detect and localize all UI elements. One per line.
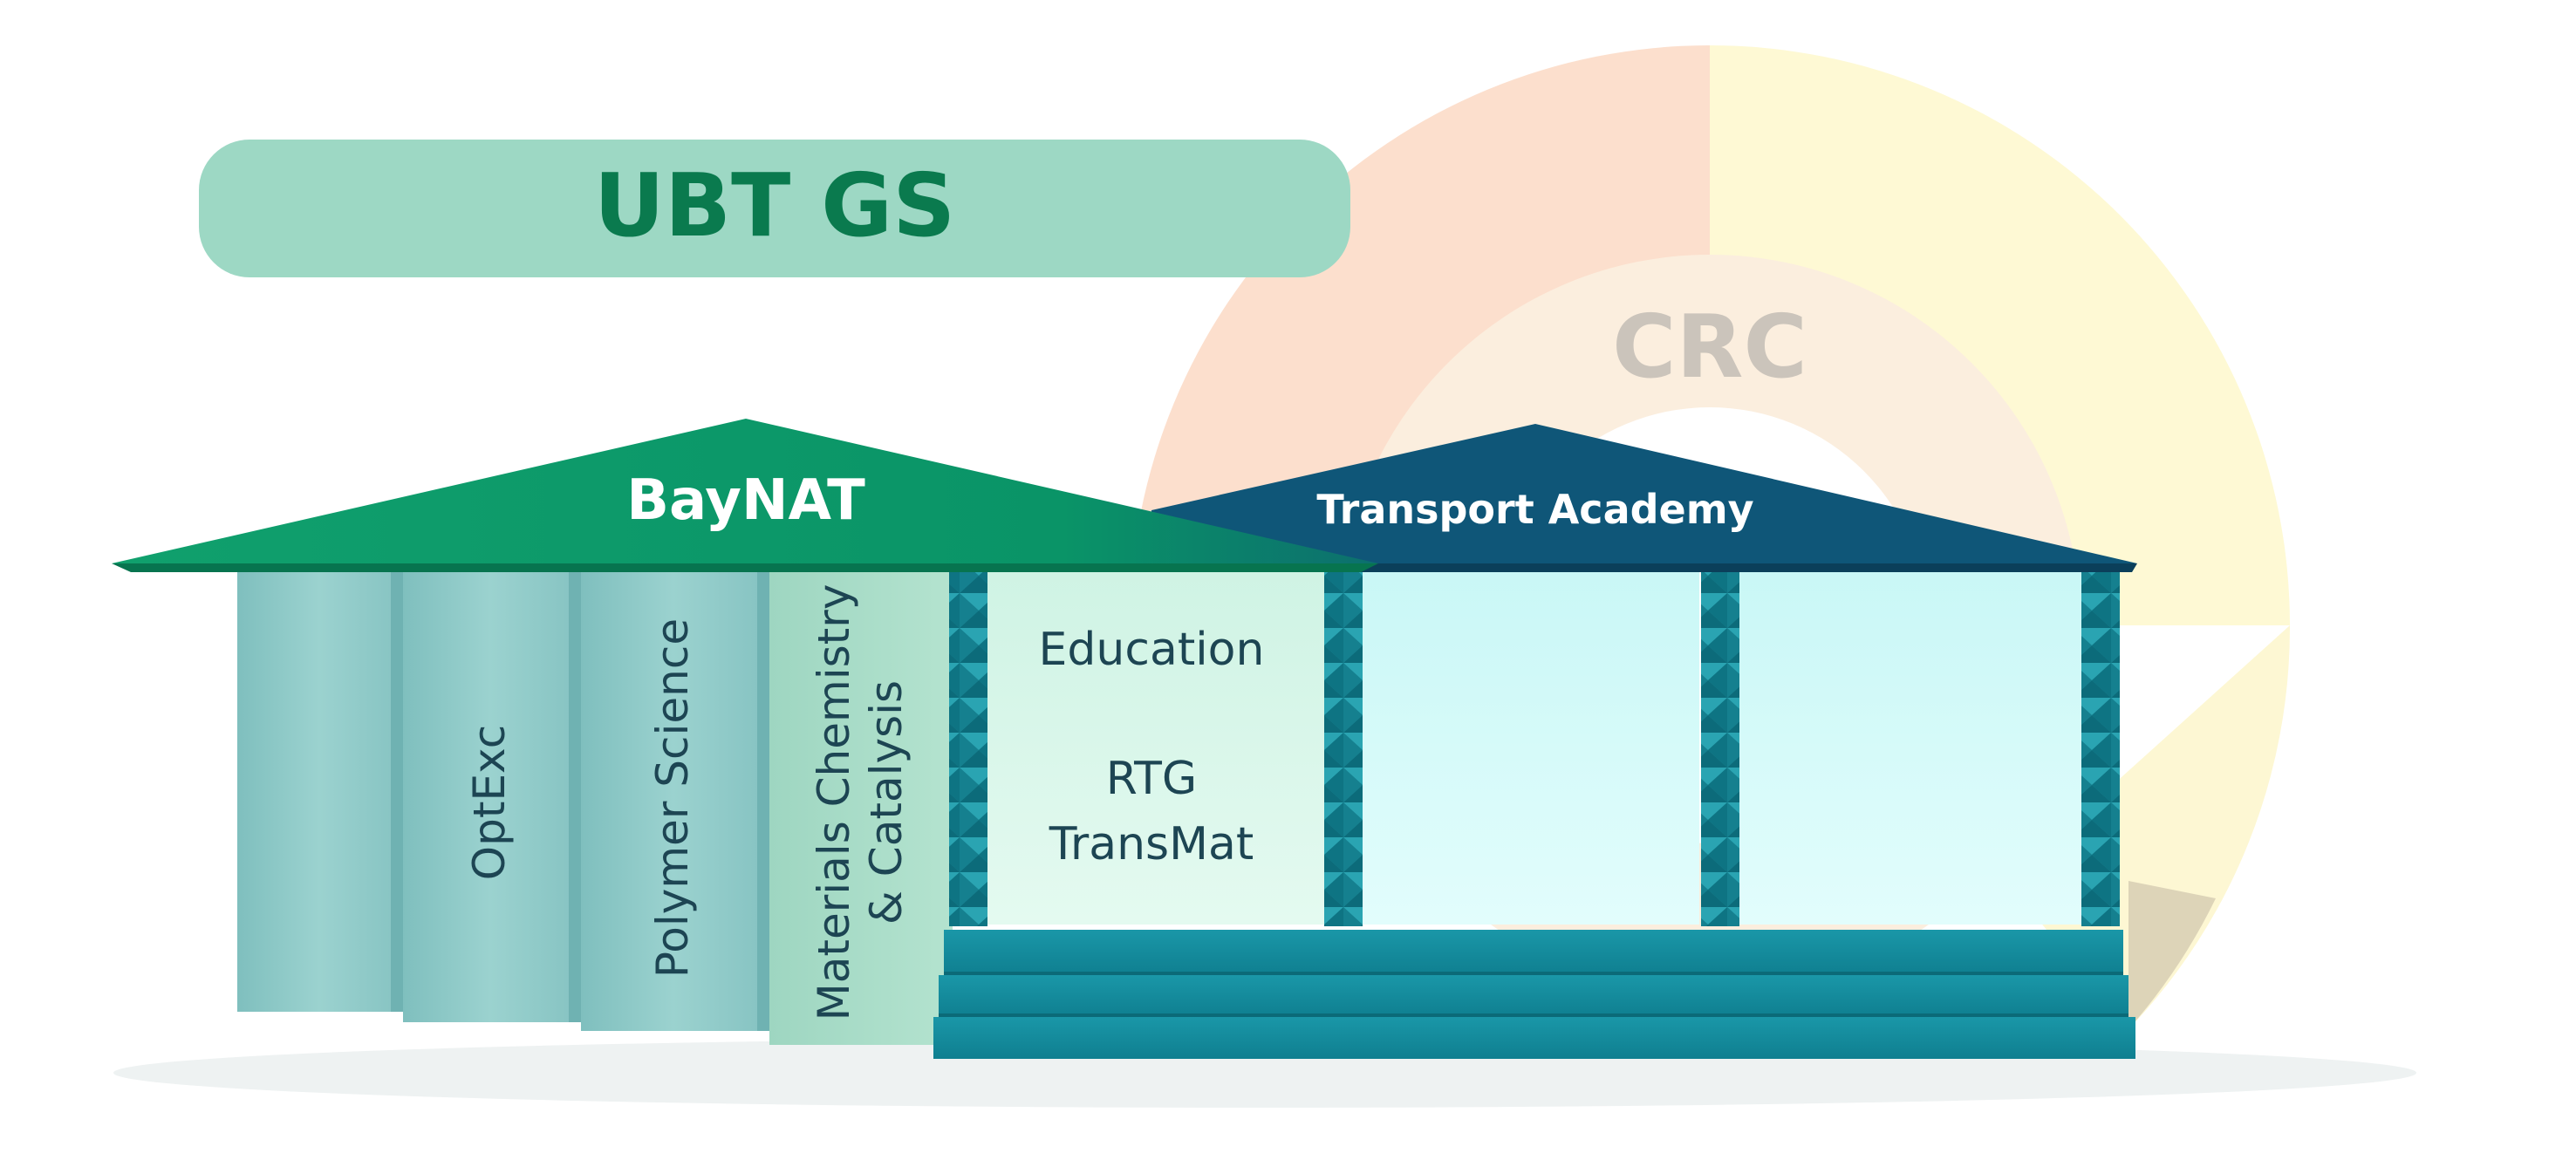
steps bbox=[933, 930, 2135, 1059]
panel-transmat: TransMat bbox=[1049, 818, 1254, 870]
step-top bbox=[944, 930, 2123, 975]
pillar-label-materials-1: Materials Chemistry bbox=[809, 584, 859, 1021]
pillar-polymer-shade bbox=[757, 569, 769, 1031]
post-1 bbox=[949, 567, 987, 926]
pillar-label-optexc: OptExc bbox=[464, 725, 515, 881]
step-edge-1 bbox=[944, 972, 2123, 975]
post-4 bbox=[2081, 567, 2120, 926]
panel-rtg: RTG bbox=[1106, 753, 1197, 805]
education-panel bbox=[975, 567, 1324, 925]
pillar-label-polymer: Polymer Science bbox=[647, 618, 698, 978]
post-3 bbox=[1701, 567, 1739, 926]
crc-label: CRC bbox=[1612, 296, 1807, 398]
pillar-optexc-shade bbox=[569, 569, 581, 1022]
pillar-blank bbox=[237, 569, 401, 1012]
step-edge-2 bbox=[939, 1013, 2128, 1017]
post-2 bbox=[1324, 567, 1363, 926]
baynat-label: BayNAT bbox=[626, 468, 865, 533]
pillar-label-materials-2: & Catalysis bbox=[861, 680, 912, 925]
crc-ring-shadow bbox=[2128, 881, 2216, 1029]
step-middle bbox=[939, 975, 2128, 1017]
glass-panel-right bbox=[1734, 567, 2083, 925]
panel-education: Education bbox=[1039, 624, 1265, 676]
transport-label: Transport Academy bbox=[1316, 486, 1753, 533]
ubt-gs-label: UBT GS bbox=[594, 154, 956, 256]
glass-panel-middle bbox=[1359, 567, 1699, 925]
pillar-blank-shade bbox=[391, 569, 403, 1012]
step-bottom bbox=[933, 1017, 2135, 1059]
baynat-roof-edge bbox=[112, 563, 1378, 572]
